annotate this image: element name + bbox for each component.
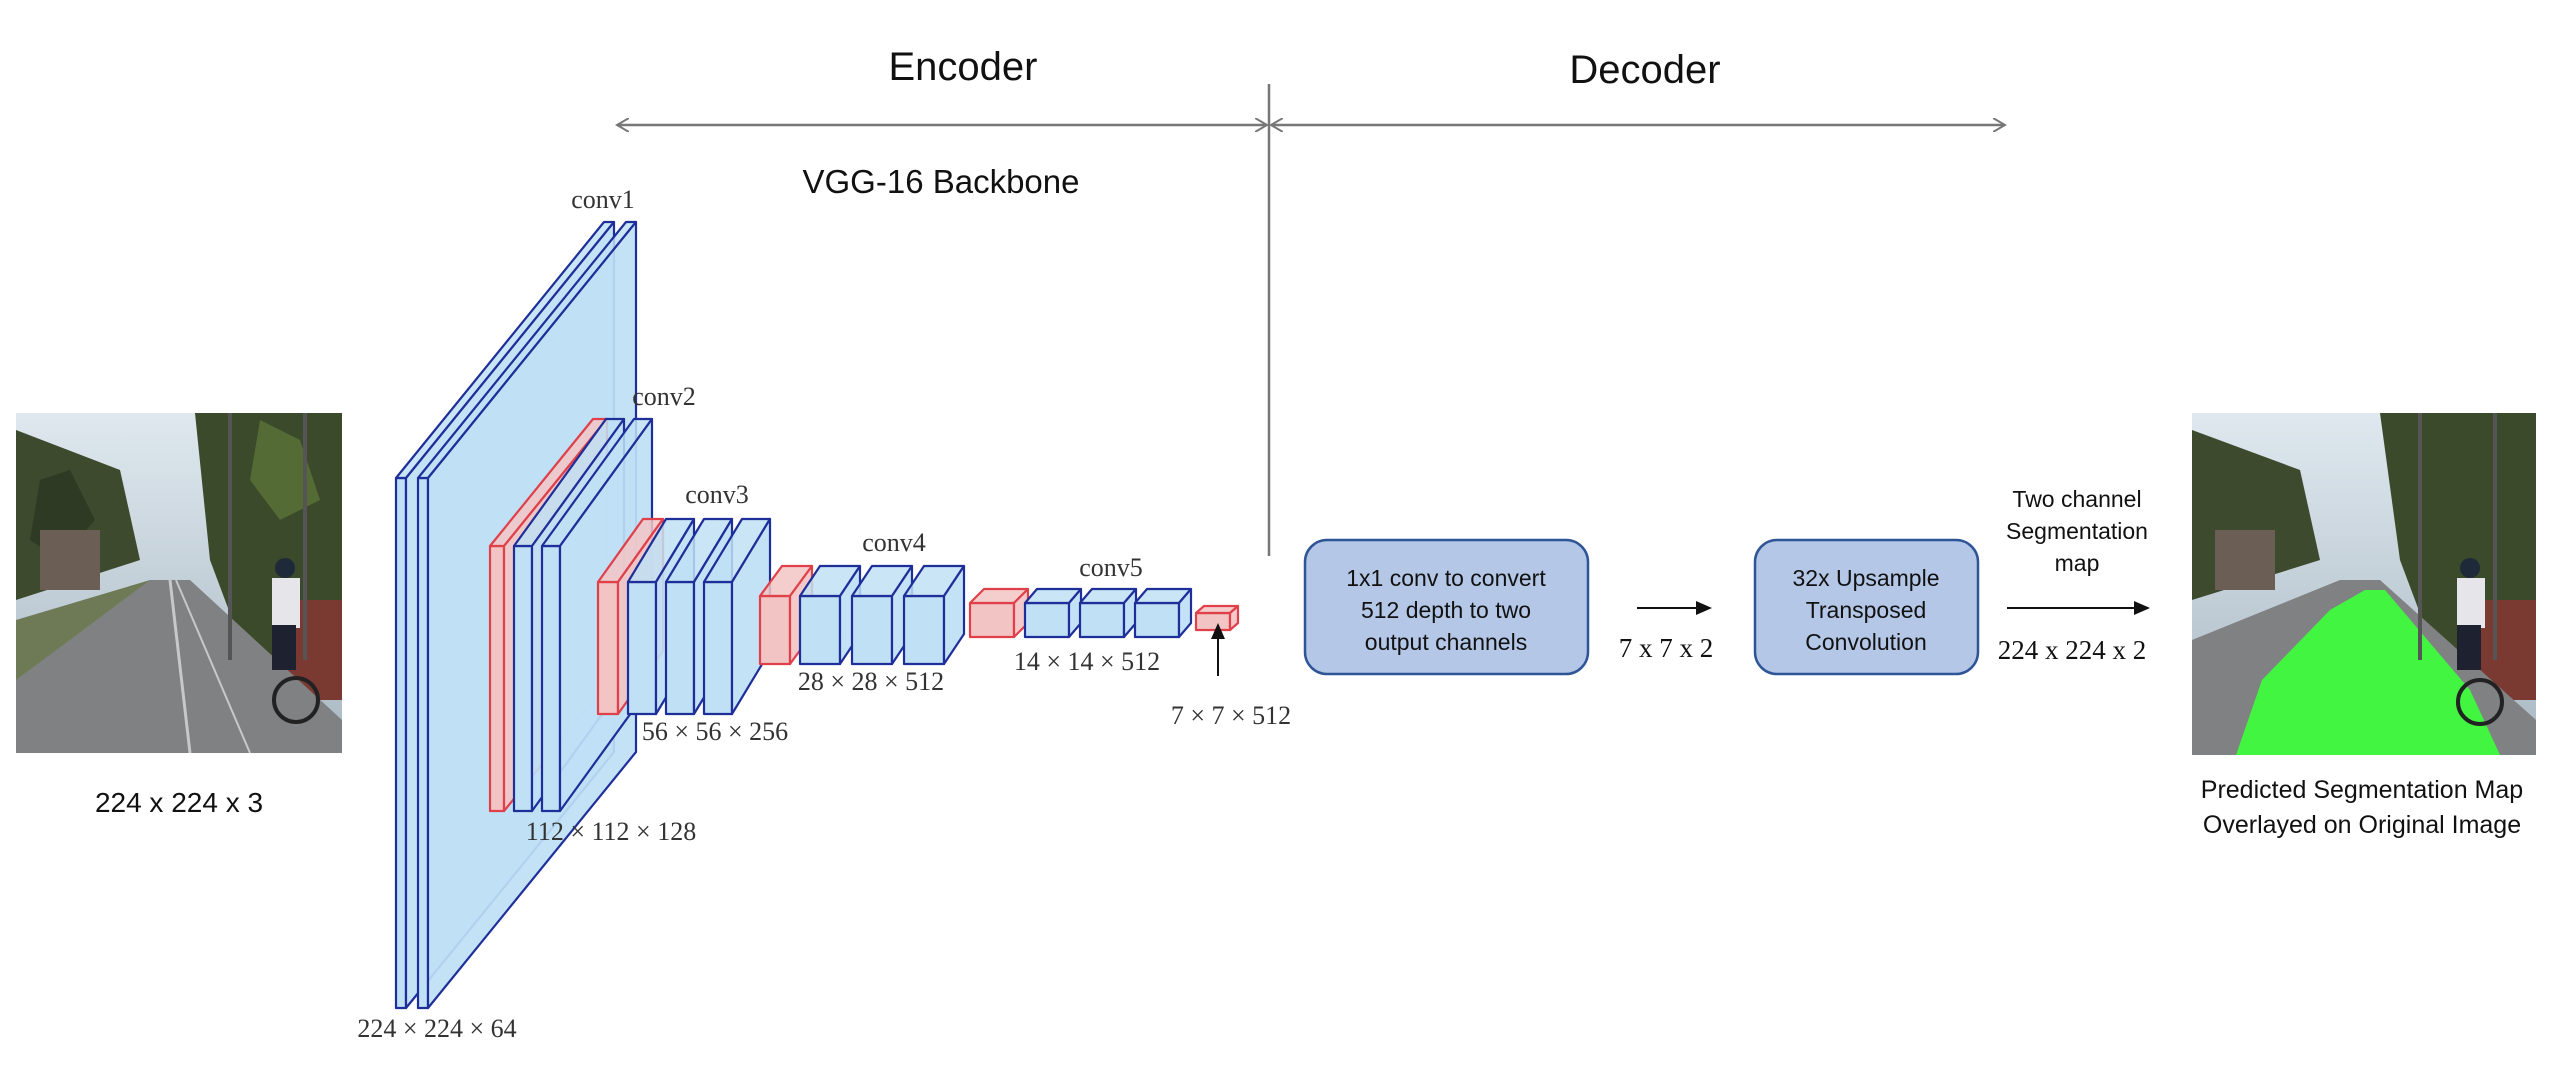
encoder-heading: Encoder — [889, 45, 1038, 89]
conv1-label: conv1 — [571, 185, 635, 214]
conv1x1-line-3: output channels — [1365, 629, 1527, 655]
conv4-label: conv4 — [862, 528, 926, 557]
output-caption-line-2: Segmentation — [2006, 518, 2148, 544]
input-size-label: 224 x 224 x 3 — [95, 787, 263, 818]
conv1x1-box: 1x1 conv to convert 512 depth to two out… — [1303, 538, 1590, 676]
input-image — [16, 413, 342, 753]
output-dims-label: 224 x 224 x 2 — [1998, 635, 2147, 665]
conv2-label: conv2 — [632, 382, 696, 411]
output-image-caption-line-1: Predicted Segmentation Map — [2201, 776, 2523, 804]
conv4-dims: 28 × 28 × 512 — [798, 667, 944, 696]
output-image — [2192, 413, 2536, 755]
conv5-dims: 14 × 14 × 512 — [1014, 647, 1160, 676]
conv5-label: conv5 — [1079, 553, 1143, 582]
upsample-box: 32x Upsample Transposed Convolution — [1753, 538, 1980, 676]
conv2-dims: 112 × 112 × 128 — [526, 817, 696, 846]
mid-dims-label: 7 x 7 x 2 — [1619, 633, 1714, 663]
decoder-heading: Decoder — [1569, 48, 1720, 92]
conv5-block-2 — [1078, 587, 1138, 639]
final-dims: 7 × 7 × 512 — [1171, 701, 1291, 730]
conv3-block-3 — [702, 517, 772, 716]
output-caption-line-1: Two channel — [2012, 486, 2141, 512]
conv1-dims: 224 × 224 × 64 — [357, 1014, 516, 1043]
encoder-network — [394, 220, 1240, 1010]
upsample-line-3: Convolution — [1805, 629, 1926, 655]
conv1x1-line-2: 512 depth to two — [1361, 597, 1531, 623]
conv5-block-1 — [1023, 587, 1083, 639]
upsample-line-2: Transposed — [1806, 597, 1927, 623]
upsample-line-1: 32x Upsample — [1792, 565, 1939, 591]
backbone-label: VGG-16 Backbone — [803, 163, 1080, 200]
conv1x1-line-1: 1x1 conv to convert — [1346, 565, 1546, 591]
conv5-block-3 — [1133, 587, 1193, 639]
conv4-block-3 — [902, 564, 966, 666]
output-image-caption-line-2: Overlayed on Original Image — [2203, 811, 2521, 839]
pool4-block — [968, 587, 1030, 639]
conv3-label: conv3 — [685, 480, 749, 509]
conv3-dims: 56 × 56 × 256 — [642, 717, 788, 746]
output-caption-line-3: map — [2055, 550, 2100, 576]
